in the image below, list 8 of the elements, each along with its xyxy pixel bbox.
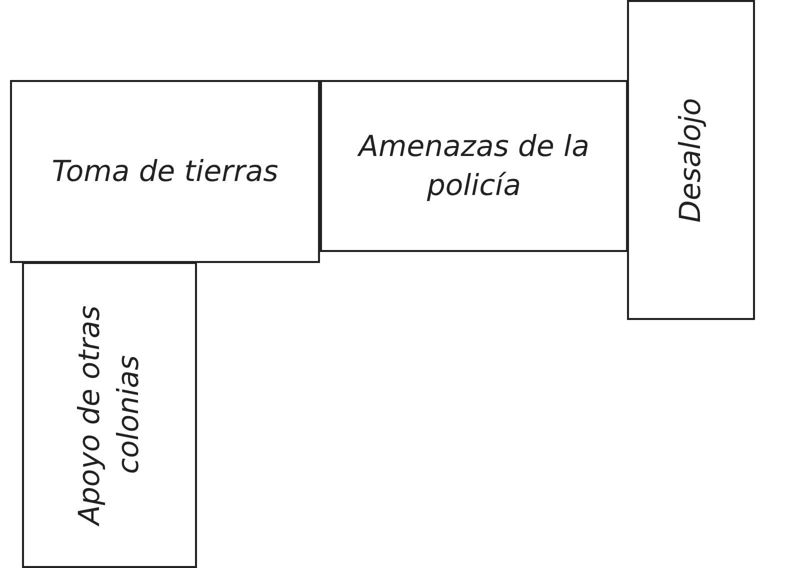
concept-label: Desalojo	[672, 98, 708, 222]
concept-box	[22, 262, 197, 568]
concept-label: Toma de tierras	[52, 152, 278, 190]
concept-label: Apoyo de otras colonias	[71, 304, 146, 528]
concept-box	[320, 80, 628, 252]
concept-box	[627, 0, 755, 320]
concept-label: Amenazas de la policía	[356, 128, 590, 204]
concept-box	[10, 80, 320, 263]
